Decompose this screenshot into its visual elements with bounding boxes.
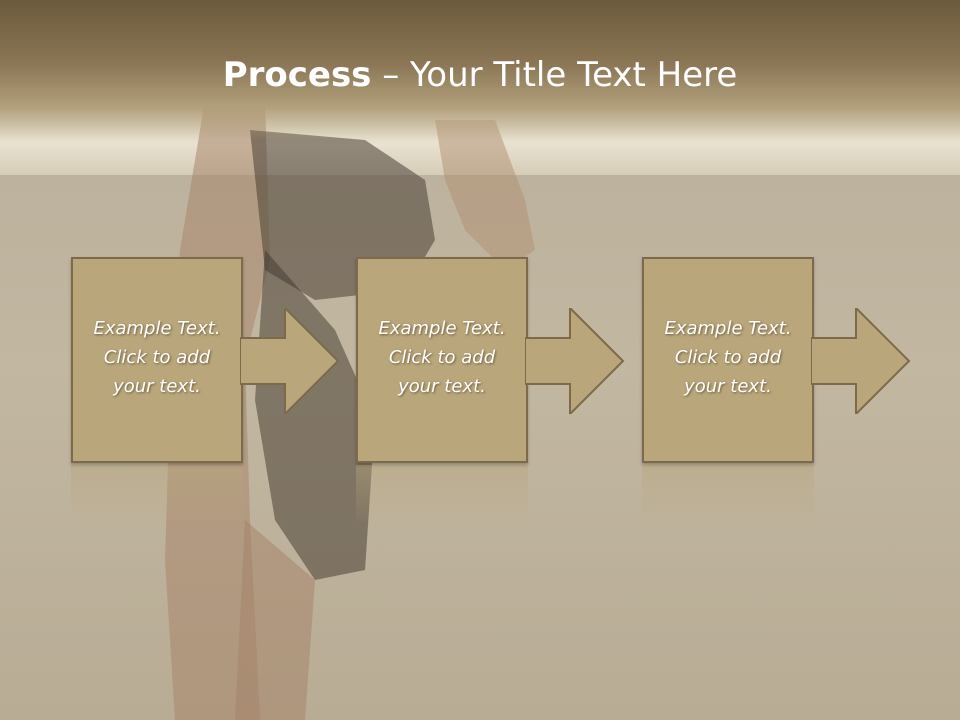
step-3-text[interactable]: Example Text. Click to add your text. — [644, 314, 812, 401]
step-2-text[interactable]: Example Text. Click to add your text. — [358, 314, 526, 401]
title-rest: – Your Title Text Here — [371, 55, 738, 95]
step-3-arrow — [811, 308, 911, 414]
step-3-reflection — [642, 465, 814, 525]
step-1-box[interactable]: Example Text. Click to add your text. — [71, 257, 243, 463]
step-1-line3: your text. — [113, 376, 201, 397]
slide-title[interactable]: Process – Your Title Text Here — [0, 55, 960, 95]
step-3-line3: your text. — [684, 376, 772, 397]
title-bold: Process — [222, 55, 372, 95]
step-3-box[interactable]: Example Text. Click to add your text. — [642, 257, 814, 463]
step-1-text[interactable]: Example Text. Click to add your text. — [73, 314, 241, 401]
step-2-line1: Example Text. — [378, 318, 506, 339]
step-3-line1: Example Text. — [664, 318, 792, 339]
step-2-line3: your text. — [398, 376, 486, 397]
step-1-line1: Example Text. — [93, 318, 221, 339]
step-1-arrow — [240, 308, 340, 414]
step-2-reflection — [356, 465, 528, 525]
title-bar — [0, 0, 960, 140]
step-1-line2: Click to add — [103, 347, 211, 368]
step-3-line2: Click to add — [674, 347, 782, 368]
step-2-box[interactable]: Example Text. Click to add your text. — [356, 257, 528, 463]
step-2-line2: Click to add — [388, 347, 496, 368]
step-1-reflection — [71, 465, 243, 525]
step-2-arrow — [525, 308, 625, 414]
